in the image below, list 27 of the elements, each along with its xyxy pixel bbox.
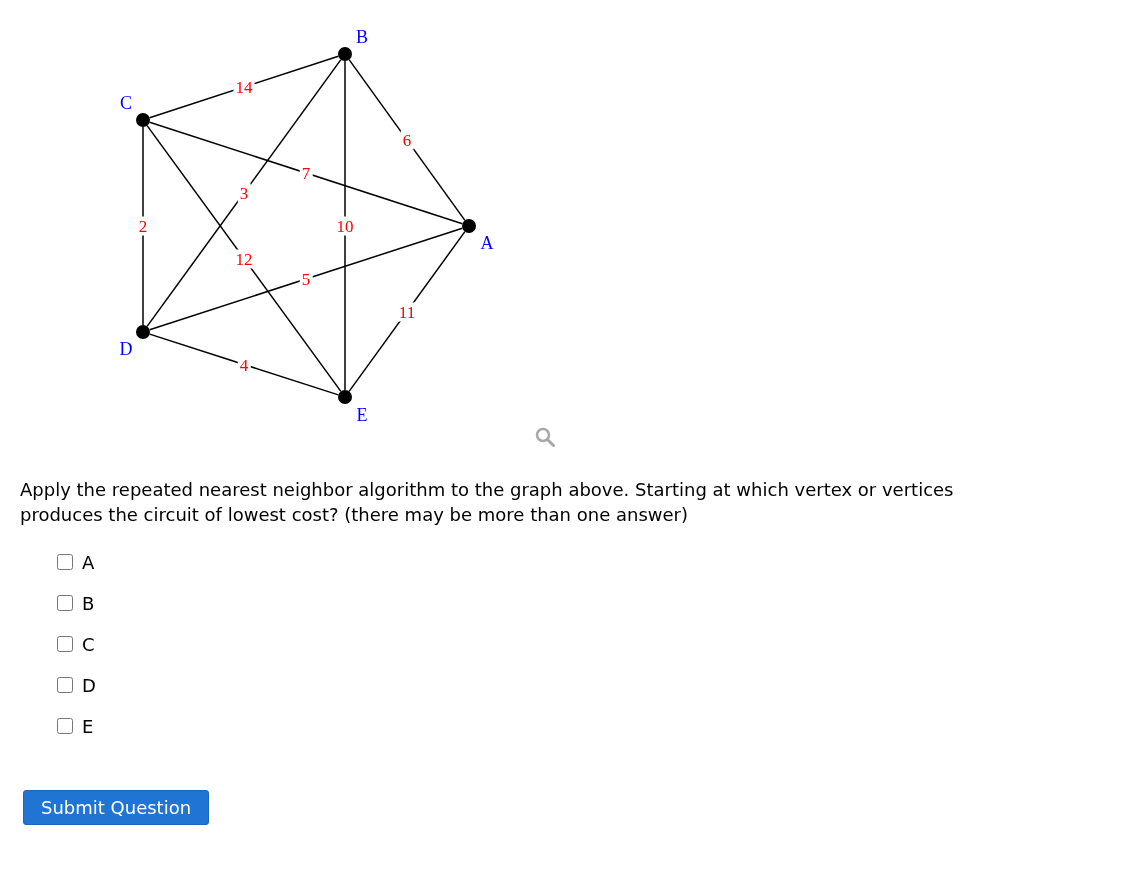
edge-weight: 3: [237, 183, 251, 203]
vertex-label: C: [120, 94, 132, 112]
edge-weight: 2: [136, 216, 150, 236]
edge-weight: 11: [396, 302, 418, 321]
edge-line: [348, 58, 466, 222]
edge-line: [146, 58, 342, 328]
edge-weight: 6: [400, 130, 414, 150]
option-label: B: [82, 595, 95, 613]
edge-weight: 12: [233, 249, 255, 268]
option-label: C: [82, 636, 95, 654]
edge-line: [146, 124, 342, 393]
option-label: E: [82, 718, 94, 736]
vertex-label: E: [356, 406, 368, 424]
edge-line: [148, 55, 340, 119]
vertex-label: A: [480, 234, 494, 252]
edge-line: [148, 227, 464, 331]
edge-line: [142, 126, 144, 326]
question-text: Apply the repeated nearest neighbor algorithm to the graph above. Starting at which vertex or vertices produces the circuit of lowest cost? (there may be more than one answer): [20, 478, 955, 527]
submit-button: Submit Question: [23, 790, 210, 825]
option-label: D: [82, 677, 96, 695]
option-label: A: [82, 554, 95, 572]
edge-line: [344, 60, 346, 391]
vertex-label: D: [119, 340, 133, 358]
vertex-label: B: [356, 28, 368, 46]
edge-line: [148, 333, 340, 396]
edge-line: [348, 230, 466, 393]
edge-line: [148, 121, 464, 225]
